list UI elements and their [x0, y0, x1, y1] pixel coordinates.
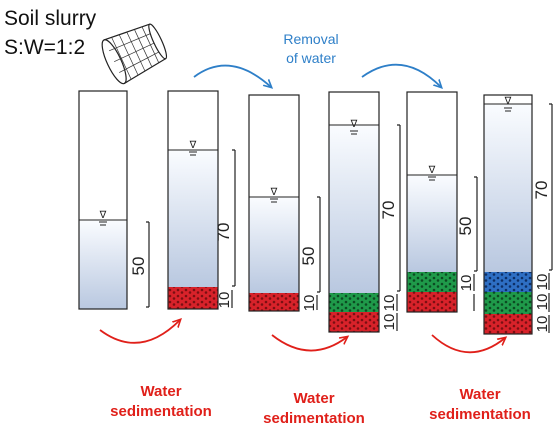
water-level-icon: ∇	[504, 96, 512, 112]
dimension-label: 10	[381, 295, 398, 312]
svg-text:∇: ∇	[270, 187, 278, 198]
svg-text:∇: ∇	[189, 140, 197, 151]
svg-text:∇: ∇	[99, 210, 107, 221]
dimension-label: 10	[534, 294, 551, 311]
cylinder-3	[248, 94, 300, 312]
removal-label-line-2: of water	[286, 50, 336, 66]
water-level-icon: ∇	[428, 165, 436, 181]
sedimentation-arrow-3	[431, 334, 505, 354]
sedimentation-label-line-1: Water	[293, 390, 335, 407]
title-line-1: Soil slurry	[4, 7, 97, 30]
cylinder-1	[78, 90, 128, 310]
sedimentation-label-line-2: sedimentation	[429, 406, 531, 423]
sedimentation-label-line-1: Water	[459, 386, 501, 403]
title-line-2: S:W=1:2	[4, 36, 86, 59]
removal-arrow-1	[193, 64, 271, 87]
dimension-label: 10	[534, 274, 551, 291]
title-block: Soil slurry S:W=1:2	[4, 4, 96, 62]
water-level-icon: ∇	[270, 187, 278, 203]
sedimentation-label-1: Water sedimentation	[106, 382, 216, 422]
cylinder-4	[328, 91, 380, 333]
removal-arrow-2	[361, 63, 441, 87]
water-level-icon: ∇	[350, 119, 358, 135]
sedimentation-arrow-2	[271, 334, 347, 352]
sedimentation-arrow-1	[99, 320, 180, 344]
slurry-bucket-icon	[101, 23, 168, 85]
dimension-labels: 50 70 10 50 10 70 10 10 50 10 70 10 10 1…	[129, 181, 551, 333]
sedimentation-label-2: Water sedimentation	[259, 389, 369, 429]
dimension-label: 70	[214, 223, 233, 242]
sedimentation-label-line-2: sedimentation	[110, 403, 212, 420]
water-level-markers: ∇ ∇ ∇ ∇ ∇ ∇	[99, 96, 512, 226]
water-level-icon: ∇	[99, 210, 107, 226]
dimension-label: 50	[299, 247, 318, 266]
cylinder-5	[406, 91, 458, 313]
removal-arrows	[193, 63, 441, 87]
svg-text:∇: ∇	[504, 96, 512, 107]
dimension-label: 10	[534, 316, 551, 333]
removal-label-line-1: Removal	[283, 31, 339, 47]
cylinder-2	[167, 90, 219, 310]
water-level-icon: ∇	[189, 140, 197, 156]
dimension-label: 10	[458, 275, 475, 292]
svg-text:∇: ∇	[428, 165, 436, 176]
dimension-label: 10	[216, 292, 233, 309]
svg-text:∇: ∇	[350, 119, 358, 130]
dimension-label: 10	[381, 314, 398, 331]
sedimentation-label-line-1: Water	[140, 383, 182, 400]
dimension-label: 50	[129, 257, 148, 276]
dimension-lines	[146, 103, 553, 333]
sedimentation-label-3: Water sedimentation	[425, 385, 535, 425]
sedimentation-arrows	[99, 320, 505, 354]
dimension-label: 70	[379, 201, 398, 220]
removal-label: Removal of water	[276, 30, 346, 68]
dimension-label: 50	[456, 217, 475, 236]
cylinder-6	[483, 94, 533, 335]
sedimentation-label-line-2: sedimentation	[263, 410, 365, 427]
dimension-label: 70	[532, 181, 551, 200]
dimension-label: 10	[301, 295, 318, 312]
